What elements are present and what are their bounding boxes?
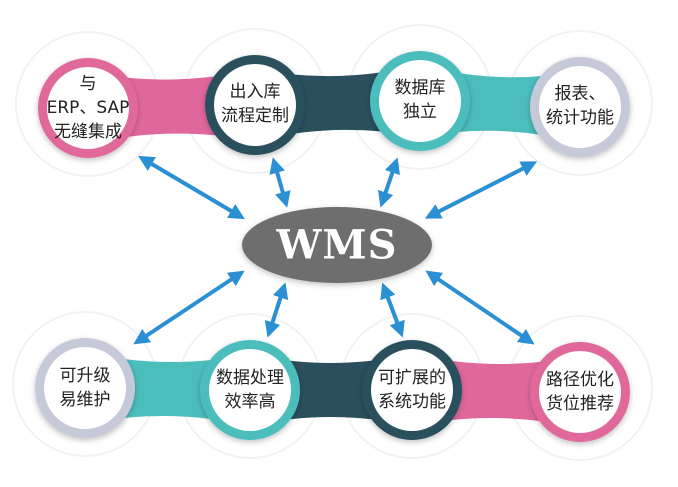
wms-center-label: WMS bbox=[276, 221, 398, 269]
node-inner bbox=[539, 66, 621, 148]
node-text: 路径优化 bbox=[546, 370, 614, 390]
node-inout-flow-custom: 出入库 流程定制 bbox=[205, 80, 305, 128]
wms-ellipse bbox=[242, 207, 432, 283]
node-inner bbox=[379, 60, 461, 142]
node-upgradable: 可升级 易维护 bbox=[35, 364, 135, 412]
node-inner bbox=[371, 349, 453, 431]
node-inner bbox=[47, 67, 129, 149]
node-inner bbox=[44, 347, 126, 429]
node-reports-statistics: 报表、 统计功能 bbox=[530, 82, 630, 130]
node-text: 流程定制 bbox=[221, 106, 289, 126]
node-text: 独立 bbox=[403, 102, 437, 122]
node-text: 货位推荐 bbox=[546, 394, 614, 414]
node-inner bbox=[214, 64, 296, 146]
node-erp-sap-integration: 与 ERP、SAP 无缝集成 bbox=[38, 72, 138, 144]
node-database-independent: 数据库 独立 bbox=[370, 76, 470, 124]
double-arrow bbox=[138, 155, 245, 220]
node-text: 系统功能 bbox=[378, 392, 446, 412]
double-arrow bbox=[424, 161, 538, 219]
node-inner bbox=[209, 349, 291, 431]
node-text: 易维护 bbox=[59, 390, 111, 410]
node-text: 可扩展的 bbox=[378, 368, 446, 388]
double-arrow bbox=[264, 282, 289, 338]
double-arrow bbox=[380, 282, 405, 338]
node-text: 可升级 bbox=[59, 366, 111, 386]
node-inner bbox=[539, 351, 621, 433]
node-text: 数据处理 bbox=[216, 368, 284, 388]
double-arrow bbox=[378, 157, 400, 208]
node-text: 数据库 bbox=[394, 78, 446, 98]
double-arrow bbox=[269, 157, 291, 208]
node-extensible: 可扩展的 系统功能 bbox=[362, 366, 462, 414]
node-text: 效率高 bbox=[224, 392, 276, 412]
node-text: 报表、 bbox=[554, 84, 606, 104]
double-arrow bbox=[425, 270, 535, 345]
double-arrow bbox=[133, 270, 245, 345]
node-data-efficiency: 数据处理 效率高 bbox=[200, 366, 300, 414]
node-text: 出入库 bbox=[229, 82, 281, 102]
node-text: 无缝集成 bbox=[54, 122, 122, 142]
node-text: ERP、SAP bbox=[46, 98, 130, 118]
node-text: 与 bbox=[79, 74, 97, 94]
node-path-optimization: 路径优化 货位推荐 bbox=[530, 368, 630, 416]
node-text: 统计功能 bbox=[546, 108, 614, 128]
